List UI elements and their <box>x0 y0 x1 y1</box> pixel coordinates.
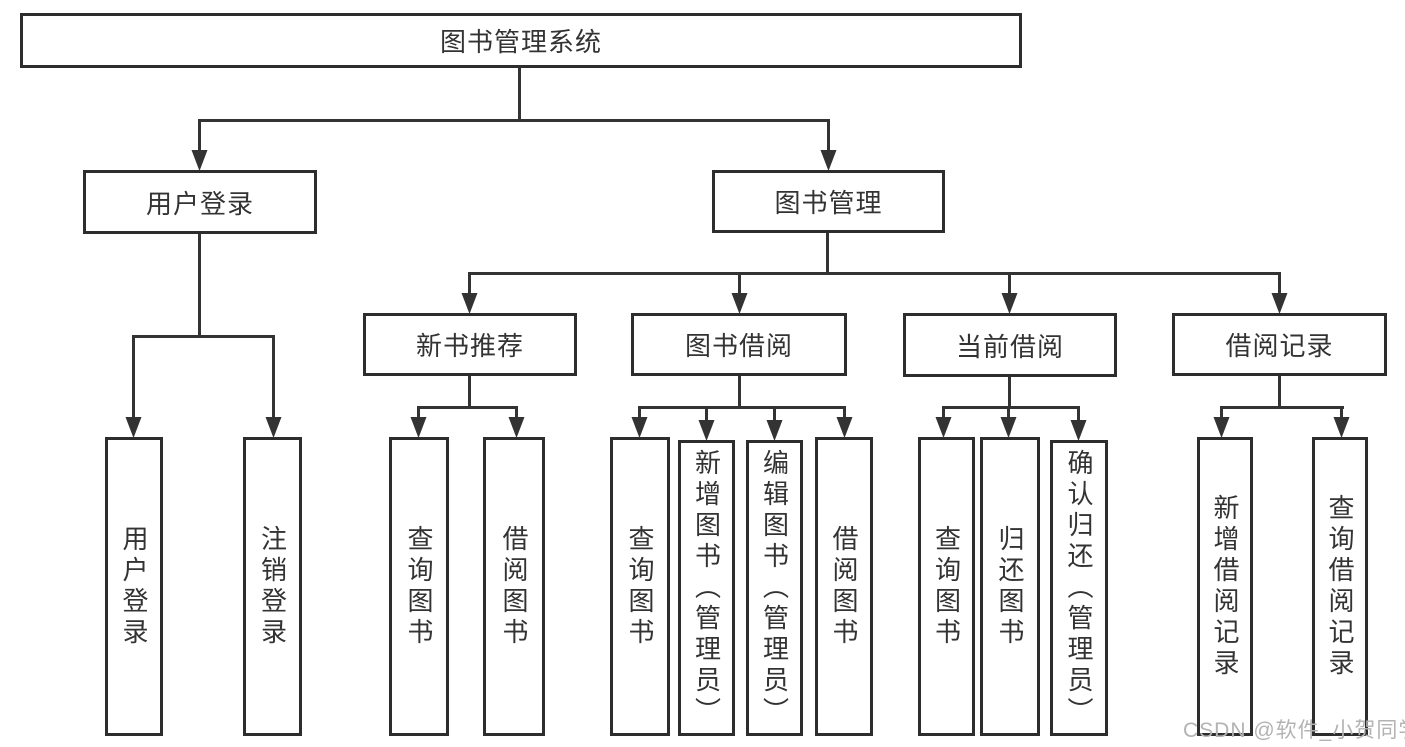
arrow-down-icon <box>1001 293 1018 314</box>
leaf-borrow-books-2-label: 借阅图书 <box>829 524 859 649</box>
arrow-down-icon <box>1213 417 1230 438</box>
arrow-down-icon <box>461 293 478 314</box>
leaf-add-borrow-record: 新增借阅记录 <box>1197 437 1253 736</box>
leaf-borrow-books-2: 借阅图书 <box>815 437 873 736</box>
arrowheads <box>125 150 1350 441</box>
leaf-query-books-2-label: 查询图书 <box>625 524 655 649</box>
leaf-query-books-3: 查询图书 <box>918 437 975 736</box>
leaf-confirm-return-admin-label: 确认归还（管理员） <box>1064 448 1094 728</box>
leaf-query-books-1: 查询图书 <box>389 437 449 736</box>
leaf-logout: 注销登录 <box>243 437 302 736</box>
arrow-down-icon <box>125 417 142 438</box>
leaf-edit-books-admin: 编辑图书（管理员） <box>746 440 803 736</box>
leaf-query-borrow-record-label: 查询借阅记录 <box>1325 493 1355 680</box>
node-current-borrow-label: 当前借阅 <box>955 331 1064 362</box>
leaf-query-books-1-label: 查询图书 <box>404 524 434 649</box>
node-borrow-records-label: 借阅记录 <box>1225 331 1334 361</box>
arrow-down-icon <box>1000 417 1017 438</box>
leaf-add-books-admin: 新增图书（管理员） <box>678 440 735 736</box>
leaf-add-borrow-record-label: 新增借阅记录 <box>1210 493 1240 680</box>
leaf-query-borrow-record: 查询借阅记录 <box>1312 437 1368 736</box>
arrow-down-icon <box>410 417 427 438</box>
node-library-management-system-label: 图书管理系统 <box>439 27 602 57</box>
watermark: CSDN @软件_小贺同学 <box>1183 719 1405 742</box>
node-library-management-system: 图书管理系统 <box>20 13 1022 68</box>
arrow-down-icon <box>1070 420 1087 441</box>
arrow-down-icon <box>265 417 282 438</box>
node-book-management: 图书管理 <box>712 170 945 233</box>
leaf-query-books-2: 查询图书 <box>610 437 670 736</box>
node-book-management-label: 图书管理 <box>774 188 883 218</box>
node-current-borrow: 当前借阅 <box>903 313 1117 377</box>
arrow-down-icon <box>836 417 853 438</box>
arrow-down-icon <box>698 420 715 441</box>
arrow-down-icon <box>731 293 748 314</box>
node-book-borrow-label: 图书借阅 <box>684 331 793 361</box>
arrow-down-icon <box>766 420 783 441</box>
node-book-borrow: 图书借阅 <box>631 313 847 376</box>
leaf-return-books-label: 归还图书 <box>995 524 1025 649</box>
leaf-borrow-books-1: 借阅图书 <box>483 437 545 736</box>
leaf-add-books-admin-label: 新增图书（管理员） <box>691 448 722 728</box>
arrow-down-icon <box>1333 417 1350 438</box>
node-user-login-label: 用户登录 <box>145 188 254 219</box>
leaf-edit-books-admin-label: 编辑图书（管理员） <box>759 448 790 728</box>
leaf-confirm-return-admin: 确认归还（管理员） <box>1050 440 1108 736</box>
leaf-return-books: 归还图书 <box>980 437 1040 736</box>
arrow-down-icon <box>820 150 837 171</box>
leaf-user-login-label: 用户登录 <box>119 524 149 649</box>
arrow-down-icon <box>935 417 952 438</box>
node-new-book-recommend: 新书推荐 <box>363 313 577 376</box>
arrow-down-icon <box>191 150 208 171</box>
leaf-user-login: 用户登录 <box>105 437 163 736</box>
leaf-logout-label: 注销登录 <box>257 524 288 649</box>
node-new-book-recommend-label: 新书推荐 <box>415 331 524 361</box>
arrow-down-icon <box>508 417 525 438</box>
leaf-borrow-books-1-label: 借阅图书 <box>499 524 529 649</box>
arrow-down-icon <box>631 417 648 438</box>
leaf-query-books-3-label: 查询图书 <box>931 524 962 649</box>
node-borrow-records: 借阅记录 <box>1172 313 1387 376</box>
node-user-login: 用户登录 <box>83 170 317 234</box>
arrow-down-icon <box>1271 293 1288 314</box>
